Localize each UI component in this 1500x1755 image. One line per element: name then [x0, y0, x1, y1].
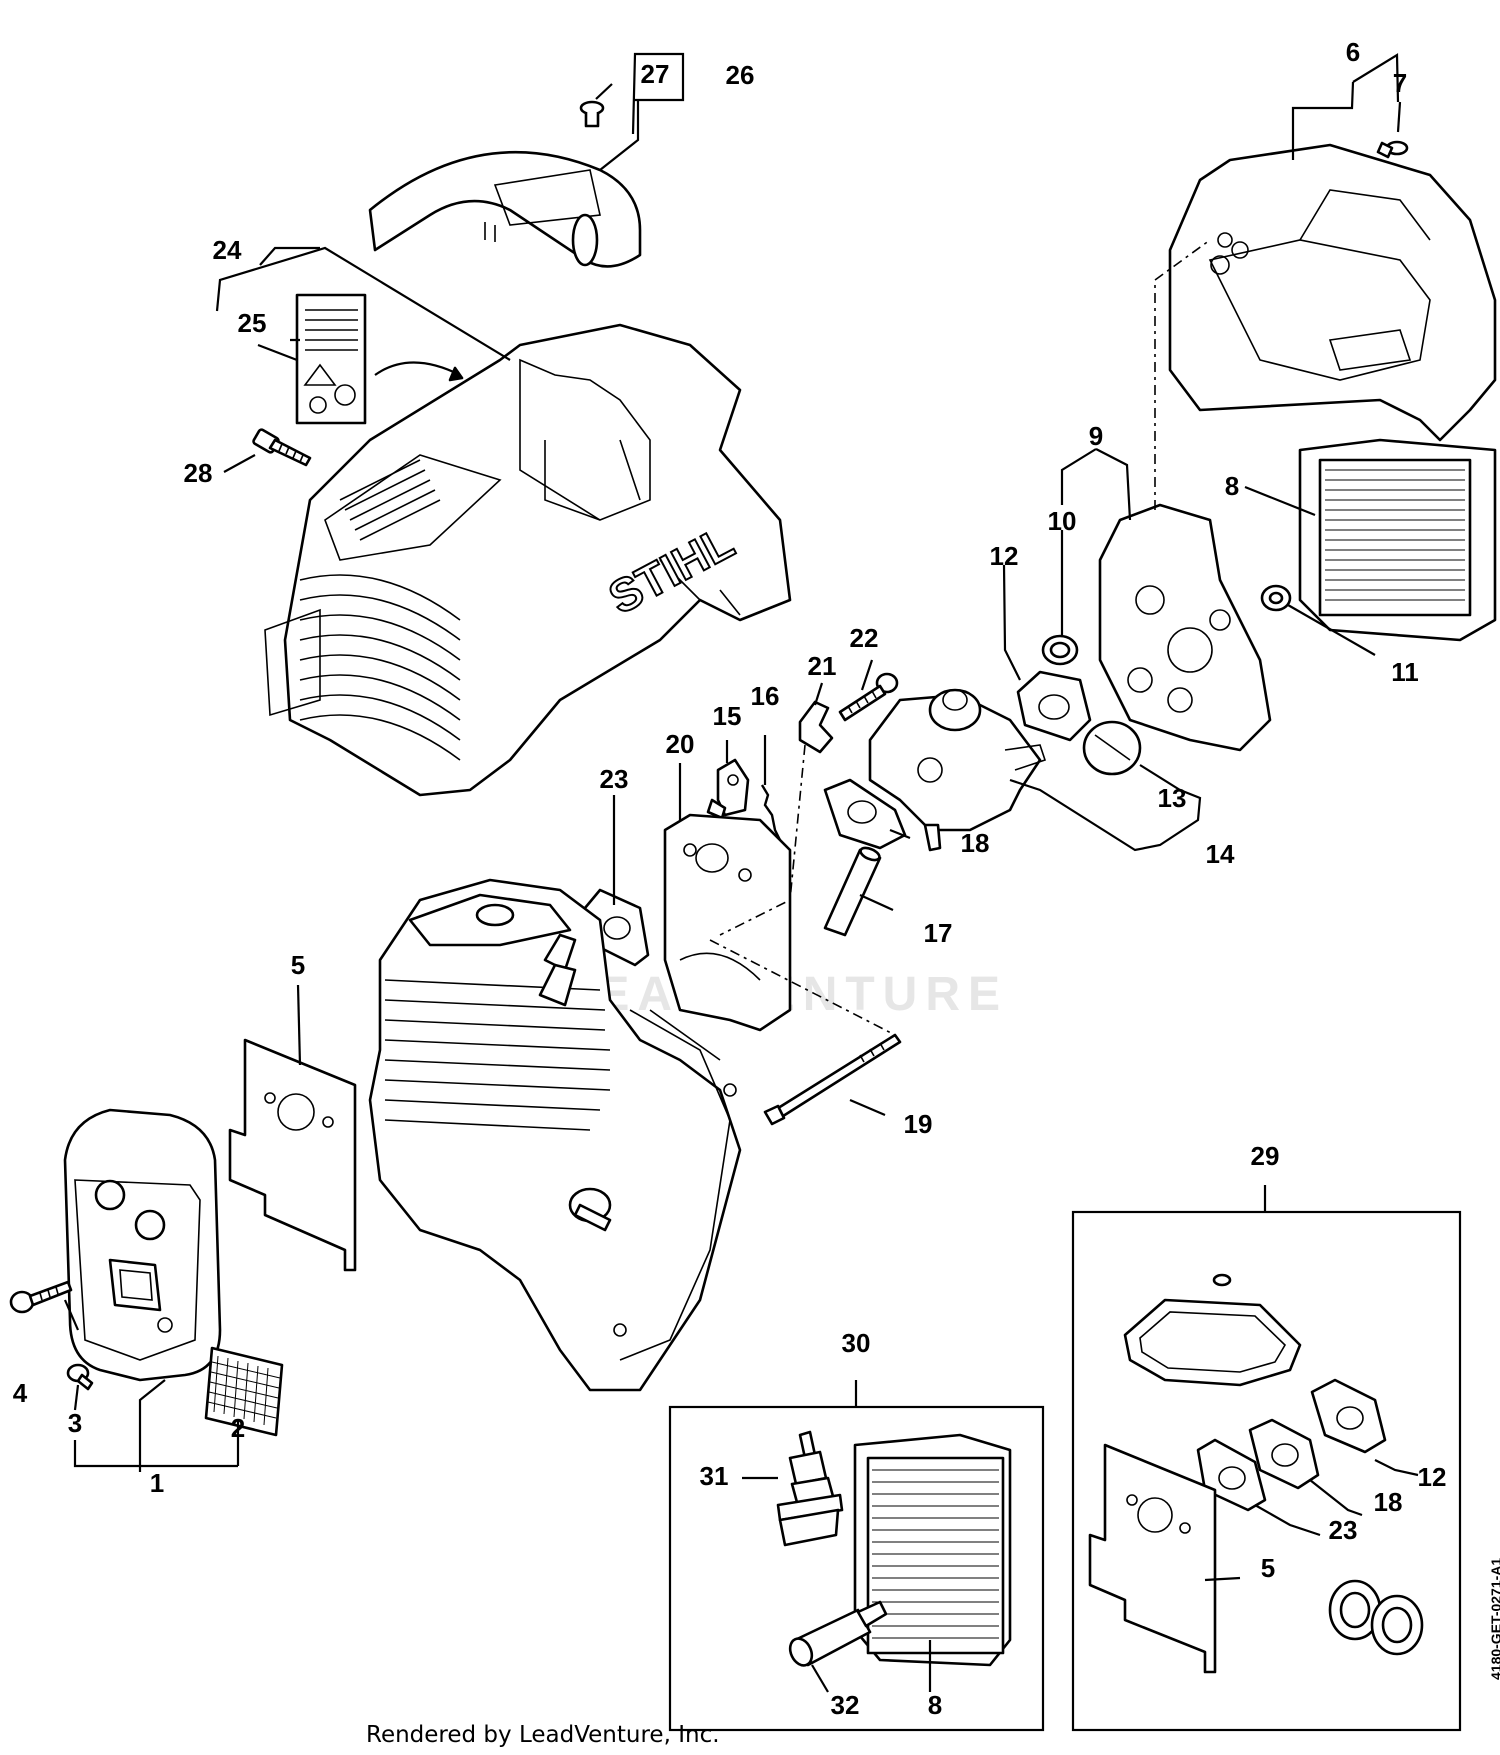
lever-15-part [706, 758, 750, 820]
kit-30-air-filter-part [853, 1433, 1012, 1667]
callout-25: 25 [238, 308, 267, 338]
carburetor-part [868, 688, 1047, 852]
callout-31: 31 [700, 1461, 729, 1491]
callout-11: 11 [1391, 657, 1419, 687]
callout-12: 12 [990, 541, 1019, 571]
callout-23: 23 [600, 764, 629, 794]
callout-10: 10 [1048, 506, 1077, 536]
callout-27: 27 [641, 59, 670, 89]
callout-4: 4 [13, 1378, 28, 1408]
callout-1: 1 [150, 1468, 164, 1498]
callout-13: 13 [1158, 783, 1187, 813]
air-filter-8-part [1298, 438, 1497, 642]
kit-30-spark-plug-part [776, 1430, 844, 1547]
callout-22: 22 [850, 623, 879, 653]
muffler-part [63, 1108, 222, 1382]
kit-30-fuel-filter-part [788, 1600, 888, 1667]
callout-24: 24 [213, 235, 242, 265]
kit-29-callout-5: 5 [1261, 1553, 1275, 1583]
hose-17-part [823, 846, 882, 937]
callout-15: 15 [713, 701, 742, 731]
clip-21-part [798, 700, 834, 754]
heat-shield-5-part [228, 1038, 357, 1272]
footer-credit: Rendered by LeadVenture, Inc. [366, 1722, 720, 1748]
screw-27-part [579, 100, 605, 128]
callout-29: 29 [1251, 1141, 1280, 1171]
callout-14: 14 [1206, 839, 1235, 869]
callout-8: 8 [1225, 471, 1239, 501]
screw-22-part [838, 672, 899, 722]
screen-2-part [204, 1346, 284, 1437]
top-cover-part [368, 150, 642, 268]
kit-29-box [1071, 1210, 1462, 1732]
spring-16-part [760, 784, 782, 841]
callout-20: 20 [666, 729, 695, 759]
screw-28-part [252, 428, 312, 467]
kit-29-heat-shield-part [1088, 1443, 1217, 1674]
callout-7: 7 [1393, 68, 1407, 98]
grommet-10-part [1041, 634, 1079, 666]
air-filter-base-part [1098, 503, 1272, 752]
decal-arrow-head [448, 366, 464, 382]
callout-30: 30 [842, 1328, 871, 1358]
spark-plug-head-part [538, 963, 577, 1007]
callout-26: 26 [726, 60, 755, 90]
screw-19-part [763, 1033, 902, 1126]
intake-manifold-20-part [663, 813, 792, 1032]
kit-29-oring-part [1212, 1273, 1232, 1287]
kit-29-callout-18: 18 [1374, 1487, 1403, 1517]
callout-6: 6 [1346, 37, 1360, 67]
callout-16: 16 [751, 681, 780, 711]
dash-line-cover [1154, 239, 1211, 510]
callout-28: 28 [184, 458, 213, 488]
nut-11-part [1260, 584, 1292, 612]
gasket-12-part [1016, 670, 1092, 742]
leader-lines [63, 52, 1419, 1693]
decal-arrow [374, 361, 461, 376]
kit-29-gasket-12-part [1310, 1378, 1387, 1454]
callout-32: 32 [831, 1690, 860, 1720]
callout-19: 19 [904, 1109, 933, 1139]
callout-21: 21 [808, 651, 837, 681]
air-filter-cover-part [1168, 143, 1497, 442]
choke-knob-13-part [1082, 720, 1142, 776]
kit-30-callout-8: 8 [928, 1690, 942, 1720]
kit-29-seal-2-part [1370, 1594, 1424, 1656]
screw-3-part [66, 1363, 94, 1391]
diagram-code: 4180-GET-0271-A1 [1488, 1557, 1500, 1680]
callout-2: 2 [231, 1413, 245, 1443]
kit-29-callout-23: 23 [1329, 1515, 1358, 1545]
kit-29-cover-gasket-part [1123, 1298, 1302, 1387]
engine-block-part [368, 878, 742, 1392]
callout-labels: 1 2 3 4 5 6 7 8 9 10 11 12 13 14 15 16 1… [13, 37, 1447, 1720]
kit-29-callout-12: 12 [1418, 1462, 1447, 1492]
callout-18: 18 [961, 828, 990, 858]
screw-4-part [9, 1280, 73, 1314]
callout-9: 9 [1089, 421, 1103, 451]
screw-7-part [1376, 140, 1409, 159]
dash-line-intake [719, 744, 806, 936]
warning-decal-25-part [295, 293, 367, 425]
callout-17: 17 [924, 918, 953, 948]
callout-5: 5 [291, 950, 305, 980]
shroud-part: STIHL [264, 323, 792, 797]
callout-3: 3 [68, 1408, 82, 1438]
kit-29-gasket-18-part [1248, 1418, 1320, 1490]
